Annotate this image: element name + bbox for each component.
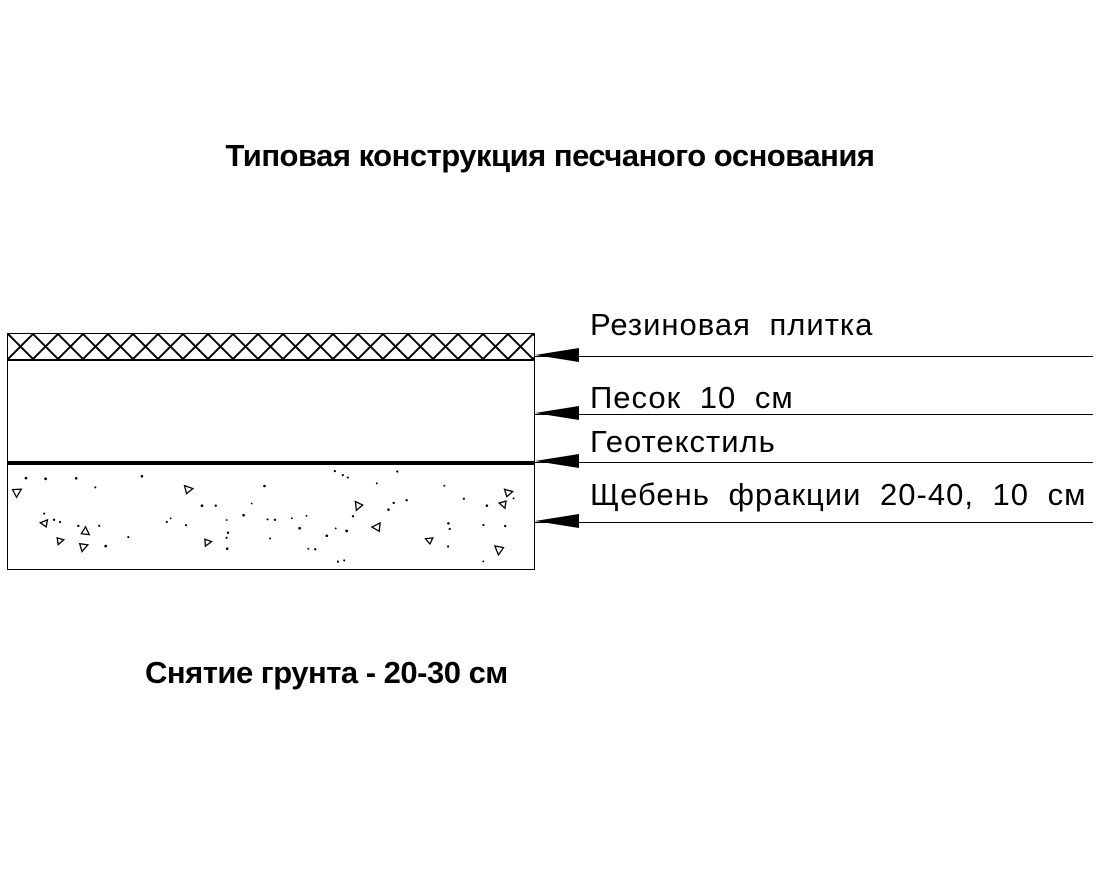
arrow-left-icon — [535, 406, 579, 421]
layer-sand — [8, 361, 534, 461]
arrow-left-icon — [535, 454, 579, 469]
cross-section-box — [7, 333, 536, 570]
label-sand: Песок 10 см — [590, 380, 794, 415]
arrow-left-icon — [535, 514, 579, 529]
label-rubber-tile: Резиновая плитка — [590, 307, 874, 342]
layer-rubber-tile — [8, 334, 536, 361]
layer-gravel — [8, 465, 534, 569]
leader-line-sand — [535, 406, 1093, 421]
gravel-texture — [11, 469, 515, 563]
leader-line-geotextile — [535, 454, 1093, 469]
arrow-left-icon — [535, 348, 579, 363]
layer-geotextile — [7, 461, 535, 465]
leader-line-gravel — [535, 514, 1093, 529]
crosshatch-pattern — [8, 334, 536, 359]
page-title: Типовая конструкция песчаного основания — [225, 138, 875, 173]
label-geotextile: Геотекстиль — [590, 424, 776, 459]
label-gravel: Щебень фракции 20-40, 10 см — [590, 477, 1087, 512]
excavation-note: Снятие грунта - 20-30 см — [145, 655, 508, 690]
leader-line-rubber-tile — [535, 348, 1093, 363]
